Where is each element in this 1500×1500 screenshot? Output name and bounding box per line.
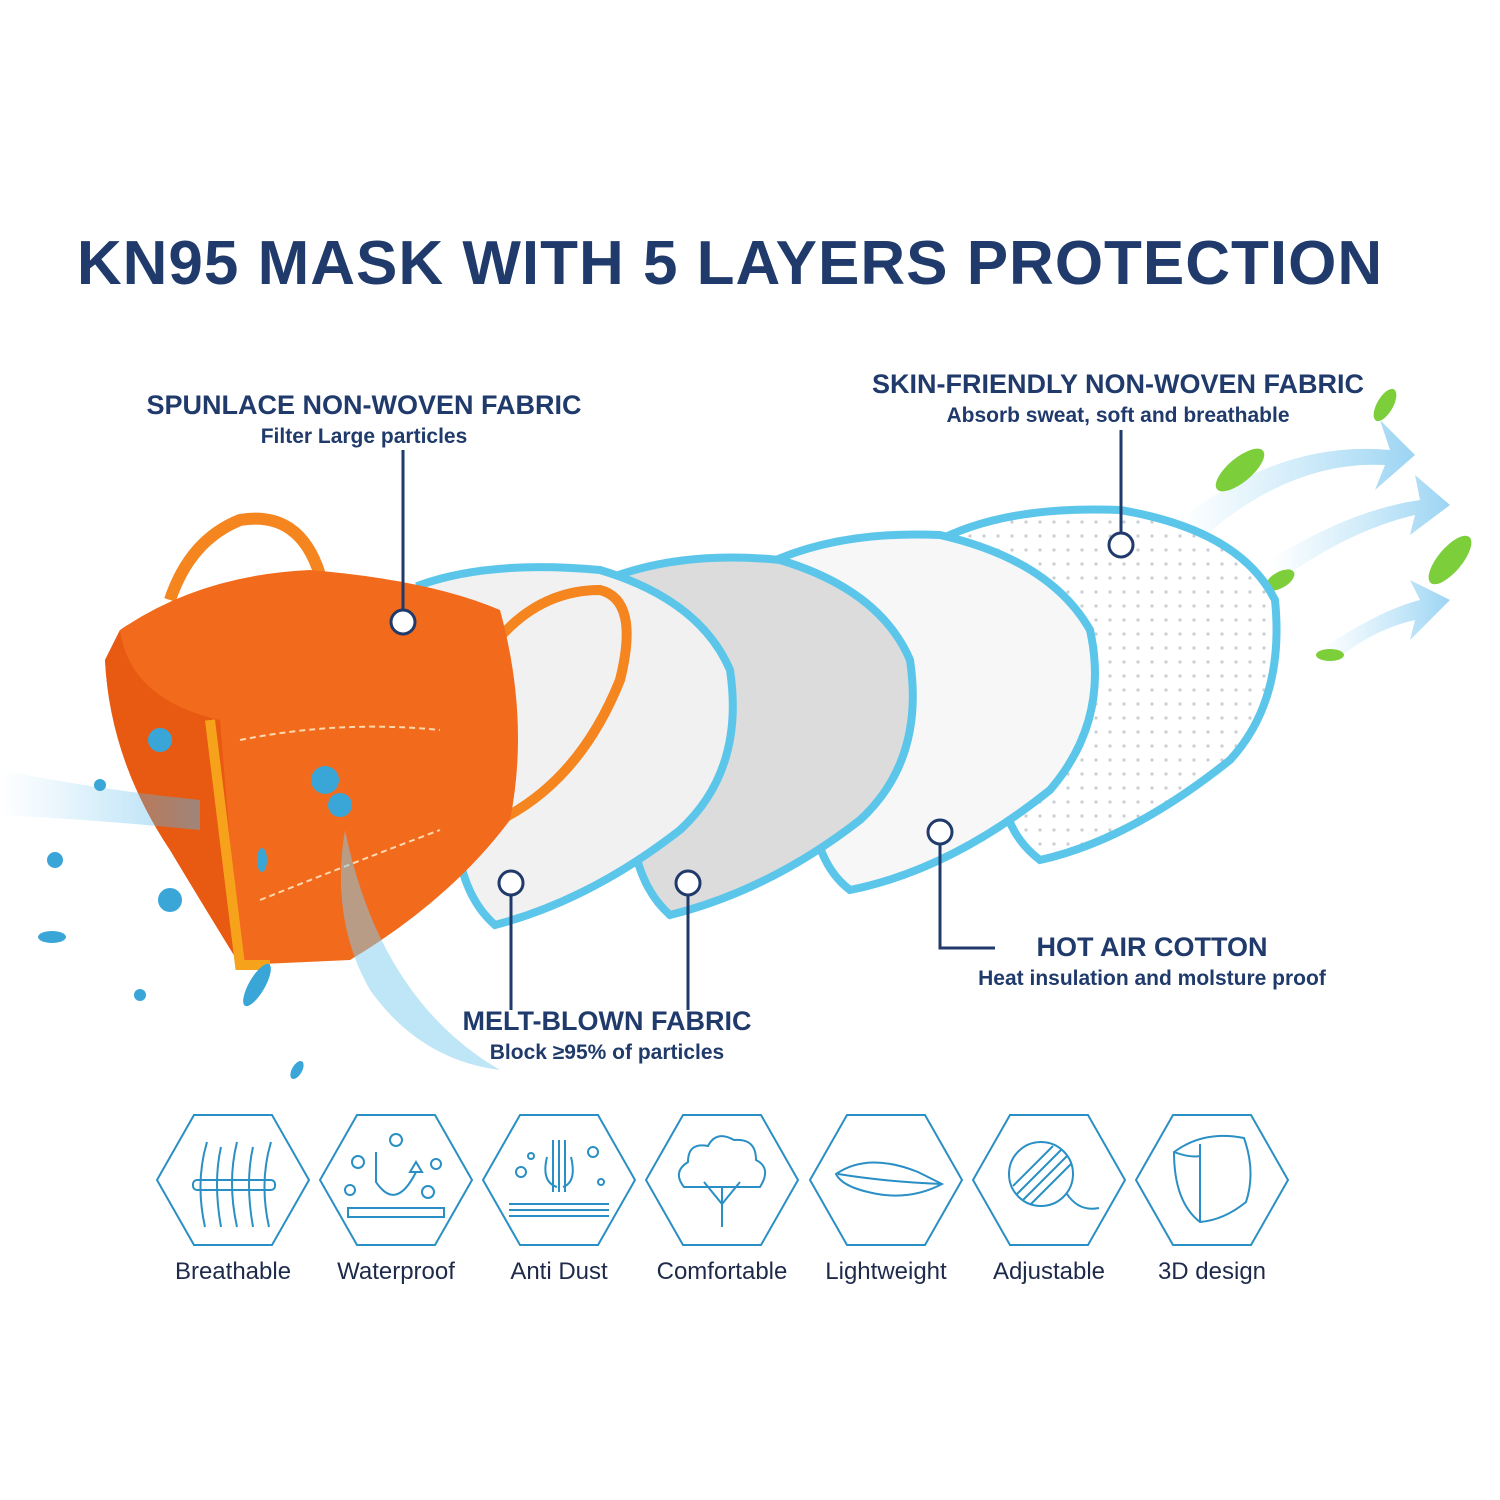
particle-icons: [38, 728, 352, 1080]
label-hot-air-cotton: HOT AIR COTTON Heat insulation and molst…: [942, 932, 1362, 991]
breathable-icon: [155, 1114, 311, 1246]
leader-lines: [389, 430, 1135, 1010]
layer-heading: SKIN-FRIENDLY NON-WOVEN FABRIC: [871, 369, 1365, 399]
layer-description: Block ≥95% of particles: [489, 1041, 725, 1064]
feature-3d-design: 3D design: [1132, 1112, 1292, 1286]
feature-label: Breathable: [174, 1258, 292, 1285]
feature-adjustable: Adjustable: [969, 1112, 1129, 1286]
page-title: KN95 MASK WITH 5 LAYERS PROTECTION: [76, 229, 1384, 298]
leaf-icons: [1215, 388, 1472, 661]
feature-label: Adjustable: [992, 1258, 1106, 1285]
3d-mask-icon: [1134, 1114, 1290, 1246]
layer-description: Filter Large particles: [260, 425, 468, 448]
feature-breathable: Breathable: [153, 1112, 313, 1286]
airflow-arrows: [1180, 420, 1450, 665]
label-spunlace: SPUNLACE NON-WOVEN FABRIC Filter Large p…: [104, 390, 624, 449]
feature-label: Anti Dust: [510, 1258, 608, 1285]
feature-anti-dust: Anti Dust: [479, 1112, 639, 1286]
layer-description: Absorb sweat, soft and breathable: [946, 404, 1290, 427]
feature-label: 3D design: [1157, 1258, 1267, 1285]
layer-heading: MELT-BLOWN FABRIC: [462, 1006, 752, 1036]
layer-heading: HOT AIR COTTON: [1036, 932, 1268, 962]
feather-icon: [808, 1114, 964, 1246]
feature-comfortable: Comfortable: [642, 1112, 802, 1286]
label-melt-blown: MELT-BLOWN FABRIC Block ≥95% of particle…: [387, 1006, 827, 1065]
layer-description: Heat insulation and molsture proof: [978, 967, 1326, 990]
layer-heading: SPUNLACE NON-WOVEN FABRIC: [146, 390, 582, 420]
feature-label: Lightweight: [825, 1258, 947, 1285]
feature-waterproof: Waterproof: [316, 1112, 476, 1286]
ear-loop-icon: [971, 1114, 1127, 1246]
anti-dust-icon: [481, 1114, 637, 1246]
feature-label: Waterproof: [337, 1258, 455, 1285]
cotton-icon: [644, 1114, 800, 1246]
airflow-left: [0, 770, 200, 830]
feature-lightweight: Lightweight: [806, 1112, 966, 1286]
feature-label: Comfortable: [656, 1258, 788, 1285]
label-skin-friendly: SKIN-FRIENDLY NON-WOVEN FABRIC Absorb sw…: [828, 369, 1408, 428]
waterproof-icon: [318, 1114, 474, 1246]
